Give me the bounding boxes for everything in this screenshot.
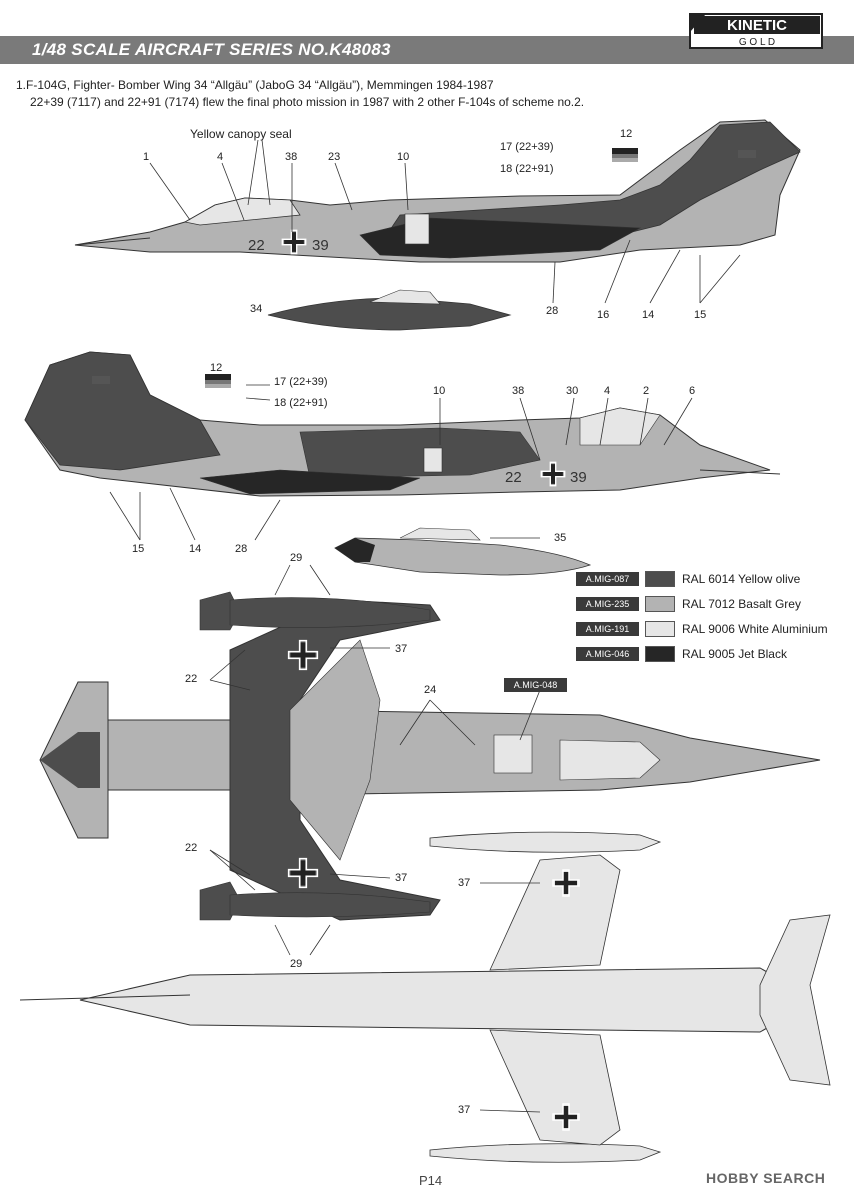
callout-30-right: 30 — [566, 385, 579, 397]
callout-38-left: 38 — [285, 151, 298, 163]
callout-22-bottom: 22 — [185, 842, 198, 854]
leader-lines — [109, 139, 741, 1113]
callout-24-top: 24 — [424, 684, 437, 696]
callout-17-right: 17 (22+39) — [274, 376, 328, 388]
legend-swatch-1 — [645, 571, 675, 587]
legend-swatch-3 — [645, 621, 675, 637]
code-39-right: 39 — [570, 469, 587, 486]
callout-10-right: 10 — [433, 385, 446, 397]
code-22-left: 22 — [248, 237, 265, 254]
callout-28-right: 28 — [235, 543, 248, 555]
legend-swatch-2 — [645, 596, 675, 612]
bottom-view — [19, 831, 831, 1163]
callout-37-bottom: 37 — [395, 872, 408, 884]
logo-sub-text: G O L D — [739, 37, 775, 48]
legend-code-4: A.MIG-046 — [576, 647, 639, 661]
callout-35: 35 — [554, 532, 567, 544]
callout-38-right: 38 — [512, 385, 525, 397]
legend-code-2: A.MIG-235 — [576, 597, 639, 611]
callout-14-left: 14 — [642, 309, 655, 321]
callout-12-left: 12 — [620, 128, 633, 140]
callout-16-left: 16 — [597, 309, 610, 321]
callout-29-bottom: 29 — [290, 958, 303, 970]
callout-15-left: 15 — [694, 309, 707, 321]
callout-14-right: 14 — [189, 543, 202, 555]
legend-code-1: A.MIG-087 — [576, 572, 639, 586]
callout-4-left: 4 — [217, 151, 224, 163]
callout-37-top: 37 — [395, 643, 408, 655]
legend-code-3: A.MIG-191 — [576, 622, 639, 636]
callout-2-right: 2 — [643, 385, 650, 397]
page-title: 1/48 SCALE AIRCRAFT SERIES NO.K48083 — [32, 40, 391, 59]
legend-label-1: RAL 6014 Yellow olive — [682, 572, 801, 586]
callout-22-top: 22 — [185, 673, 198, 685]
code-39-left: 39 — [312, 237, 329, 254]
callout-15-right: 15 — [132, 543, 145, 555]
callout-37-under-a: 37 — [458, 877, 471, 889]
callout-23-left: 23 — [328, 151, 341, 163]
callout-12-right: 12 — [210, 362, 223, 374]
callout-29-top: 29 — [290, 552, 303, 564]
callout-34: 34 — [250, 303, 263, 315]
top-view — [39, 591, 821, 921]
callout-28-left: 28 — [546, 305, 559, 317]
legend-swatch-4 — [645, 646, 675, 662]
callout-yellow-canopy-seal: Yellow canopy seal — [190, 127, 292, 141]
callout-4-right: 4 — [604, 385, 611, 397]
scheme-title: 1.F-104G, Fighter- Bomber Wing 34 “Allgä… — [16, 78, 494, 92]
kinetic-gold-logo: KINETIC G O L D — [689, 13, 823, 49]
callout-1-left: 1 — [143, 151, 150, 163]
callout-37-under-b: 37 — [458, 1104, 471, 1116]
left-side-profile: 22 39 — [74, 119, 801, 263]
legend-label-3: RAL 9006 White Aluminium — [682, 622, 828, 636]
callout-18-right: 18 (22+91) — [274, 397, 328, 409]
page-number: P14 — [419, 1173, 443, 1188]
scheme-note: 22+39 (7117) and 22+91 (7174) flew the f… — [30, 95, 585, 109]
hobby-search-watermark: HOBBY SEARCH — [706, 1170, 826, 1186]
pod-35 — [334, 527, 592, 576]
callout-10-left: 10 — [397, 151, 410, 163]
callout-17-left: 17 (22+39) — [500, 141, 554, 153]
legend-label-2: RAL 7012 Basalt Grey — [682, 597, 801, 611]
tag-amig-048: A.MIG-048 — [504, 678, 567, 692]
pod-34 — [267, 289, 512, 331]
logo-main-text: KINETIC — [727, 17, 787, 34]
callout-6-right: 6 — [689, 385, 696, 397]
code-22-right: 22 — [505, 469, 522, 486]
callout-18-left: 18 (22+91) — [500, 163, 554, 175]
legend-label-4: RAL 9005 Jet Black — [682, 647, 787, 661]
right-side-profile: 22 39 — [24, 351, 781, 497]
